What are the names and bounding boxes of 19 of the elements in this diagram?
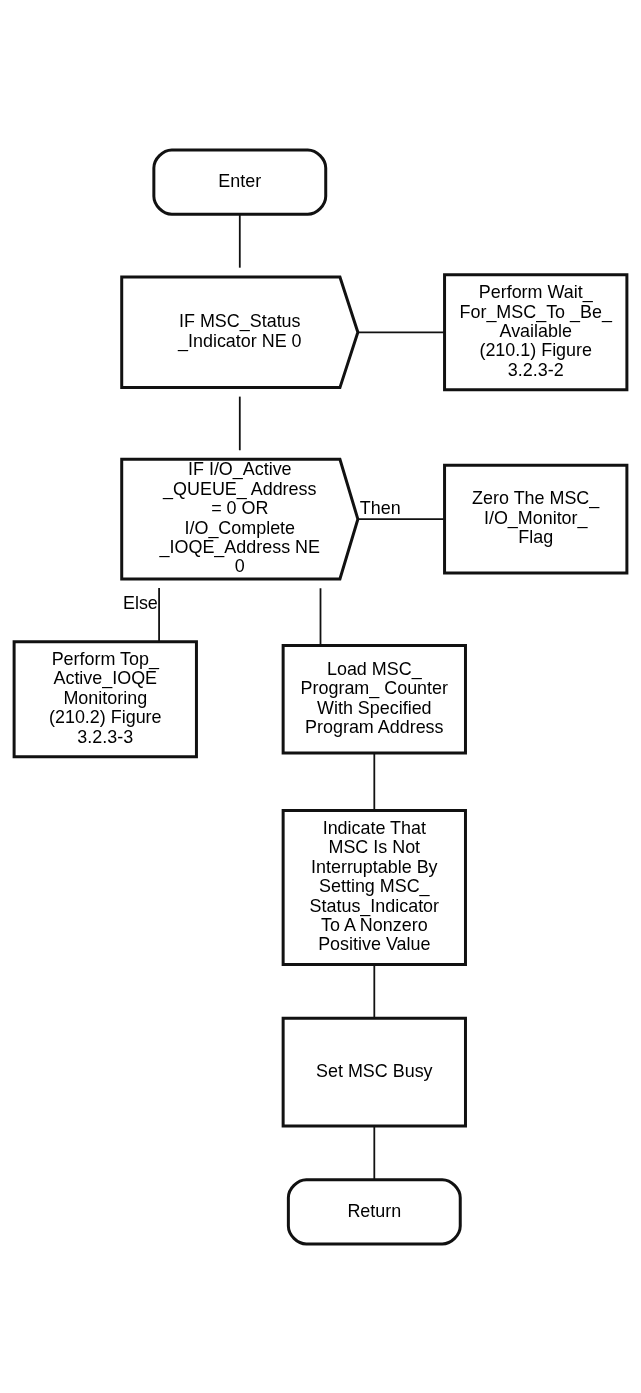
edge-label: Then bbox=[359, 497, 401, 518]
connector bbox=[356, 330, 446, 333]
connector bbox=[373, 963, 376, 1019]
node-box: Indicate That MSC Is Not Interruptable By Setting MSC_ Status_Indicator To A Nonzero Positive Value bbox=[281, 808, 467, 966]
connector bbox=[373, 751, 376, 811]
edge-label: Else bbox=[122, 592, 158, 613]
connector bbox=[238, 213, 241, 269]
node-box: Enter bbox=[152, 148, 328, 216]
node-box: Perform Top_ Active_IOQE Monitoring (210.2) Figure 3.2.3-3 bbox=[12, 639, 198, 758]
node-box: Return bbox=[286, 1177, 462, 1245]
connector bbox=[238, 395, 241, 451]
node-box: Load MSC_ Program_ Counter With Specified Program Address bbox=[281, 643, 467, 755]
connector bbox=[158, 586, 160, 642]
connector bbox=[319, 586, 322, 646]
node-box: Perform Wait_ For_MSC_To _Be_ Available (210.1) Figure 3.2.3-2 bbox=[443, 272, 629, 391]
connector bbox=[356, 517, 446, 520]
node-box: Zero The MSC_ I/O_Monitor_ Flag bbox=[443, 463, 629, 574]
connector bbox=[373, 1124, 376, 1180]
node-box: Set MSC Busy bbox=[281, 1016, 467, 1127]
